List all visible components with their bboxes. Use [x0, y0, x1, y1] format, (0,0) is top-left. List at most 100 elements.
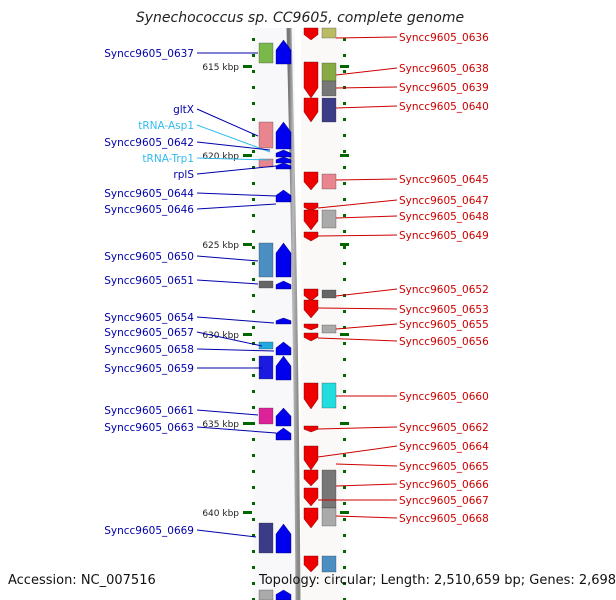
forward-tick — [252, 54, 255, 57]
right-gene-label: Syncc9605_0656 — [399, 336, 489, 348]
reverse-cog-box — [321, 289, 337, 299]
reverse-tick — [343, 470, 346, 473]
right-gene-label: Syncc9605_0647 — [399, 195, 489, 207]
scale-tick — [243, 243, 252, 246]
left-gene-label: Syncc9605_0658 — [104, 344, 194, 356]
forward-gene-arrow — [275, 242, 292, 278]
reverse-gene-arrow — [303, 332, 319, 342]
left-gene-label: Syncc9605_0650 — [104, 251, 194, 263]
scale-tick — [340, 333, 349, 336]
reverse-cog-box — [321, 469, 337, 509]
reverse-cog-box — [321, 27, 337, 39]
right-leader-line — [335, 178, 398, 181]
scale-tick — [340, 511, 349, 514]
forward-tick — [252, 182, 255, 185]
right-gene-label: Syncc9605_0645 — [399, 174, 489, 186]
reverse-gene-arrow — [303, 507, 319, 529]
right-gene-label: Syncc9605_0636 — [399, 32, 489, 44]
reverse-tick — [343, 438, 346, 441]
scale-tick — [340, 154, 349, 157]
forward-tick — [252, 86, 255, 89]
forward-tick — [252, 406, 255, 409]
reverse-cog-box — [321, 97, 337, 123]
forward-cog-box — [258, 242, 274, 278]
left-gene-label: tRNA-Asp1 — [138, 120, 194, 132]
right-gene-label: Syncc9605_0655 — [399, 319, 489, 331]
forward-tick — [252, 550, 255, 553]
forward-tick — [252, 38, 255, 41]
forward-gene-arrow — [275, 162, 292, 170]
forward-tick — [252, 310, 255, 313]
forward-tick — [252, 486, 255, 489]
reverse-gene-arrow — [303, 445, 319, 471]
reverse-gene-arrow — [303, 323, 319, 331]
left-gene-label: Syncc9605_0661 — [104, 405, 194, 417]
right-gene-label: Syncc9605_0666 — [399, 479, 489, 491]
scale-tick — [340, 243, 349, 246]
scale-label: 635 kbp — [202, 420, 239, 430]
left-leader-line — [196, 529, 257, 538]
reverse-tick — [343, 278, 346, 281]
right-gene-label: Syncc9605_0640 — [399, 101, 489, 113]
forward-tick — [252, 422, 255, 425]
forward-gene-arrow — [275, 523, 292, 554]
reverse-cog-box — [321, 80, 337, 97]
forward-gene-arrow — [275, 427, 292, 441]
forward-cog-box — [258, 280, 274, 289]
right-gene-label: Syncc9605_0668 — [399, 513, 489, 525]
right-leader-line — [317, 199, 398, 209]
scale-tick — [243, 154, 252, 157]
reverse-gene-arrow — [303, 209, 319, 231]
left-gene-label: rplS — [173, 169, 194, 181]
forward-gene-arrow — [275, 589, 292, 600]
forward-tick — [252, 102, 255, 105]
forward-tick — [252, 246, 255, 249]
forward-cog-box — [258, 42, 274, 64]
reverse-tick — [343, 486, 346, 489]
reverse-tick — [343, 358, 346, 361]
forward-tick — [252, 278, 255, 281]
forward-gene-arrow — [275, 341, 292, 356]
left-leader-line — [196, 426, 277, 434]
right-leader-line — [335, 323, 398, 330]
forward-tick — [252, 70, 255, 73]
reverse-tick — [343, 166, 346, 169]
reverse-gene-arrow — [303, 61, 319, 99]
left-gene-label: gltX — [173, 104, 194, 116]
reverse-tick — [343, 502, 346, 505]
accession-text: Accession: NC_007516 — [8, 573, 156, 588]
forward-tick — [252, 598, 255, 600]
reverse-tick — [343, 54, 346, 57]
scale-tick — [243, 333, 252, 336]
scale-tick — [243, 65, 252, 68]
scale-label: 620 kbp — [202, 152, 239, 162]
left-leader-line — [196, 192, 277, 197]
right-gene-label: Syncc9605_0652 — [399, 284, 489, 296]
forward-tick — [252, 134, 255, 137]
reverse-cog-box — [321, 209, 337, 229]
forward-tick — [252, 358, 255, 361]
right-gene-label: Syncc9605_0664 — [399, 441, 489, 453]
right-gene-label: Syncc9605_0649 — [399, 230, 489, 242]
left-leader-line — [196, 157, 271, 161]
reverse-tick — [343, 534, 346, 537]
reverse-tick — [343, 70, 346, 73]
reverse-gene-arrow — [303, 487, 319, 507]
right-leader-line — [335, 215, 398, 219]
reverse-gene-arrow — [303, 202, 319, 212]
forward-cog-box — [258, 121, 274, 149]
reverse-tick — [343, 342, 346, 345]
right-leader-line — [335, 483, 398, 487]
forward-tick — [252, 214, 255, 217]
reverse-tick — [343, 454, 346, 457]
reverse-gene-arrow — [303, 469, 319, 487]
reverse-cog-box — [321, 382, 337, 409]
reverse-tick — [343, 198, 346, 201]
reverse-tick — [343, 550, 346, 553]
right-leader-line — [335, 105, 398, 109]
scale-label: 615 kbp — [202, 63, 239, 73]
forward-tick — [252, 534, 255, 537]
left-gene-label: Syncc9605_0669 — [104, 525, 194, 537]
right-leader-line — [335, 463, 398, 467]
left-gene-label: Syncc9605_0646 — [104, 204, 194, 216]
